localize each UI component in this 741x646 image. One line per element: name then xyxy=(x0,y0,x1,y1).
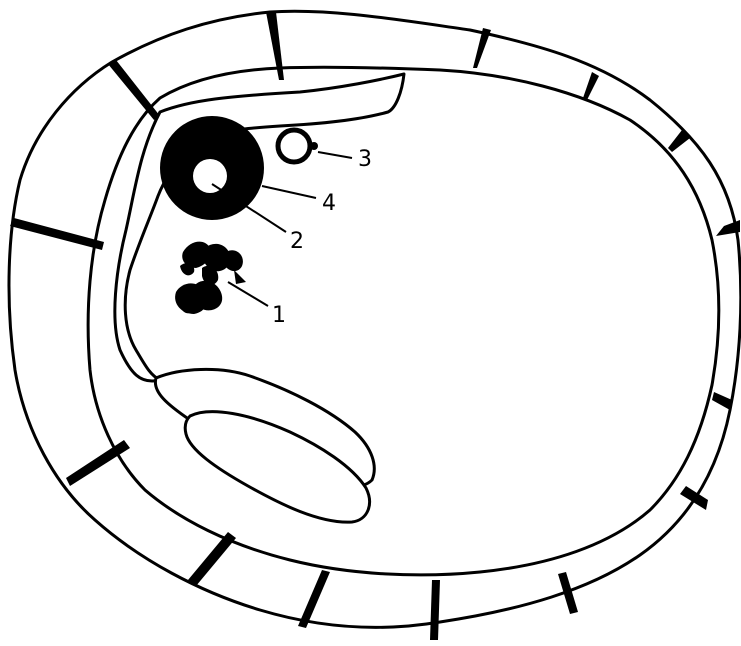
small-ring-nub xyxy=(310,142,318,150)
small-ring-structure xyxy=(278,130,310,162)
label-3: 3 xyxy=(358,147,372,172)
label-2: 2 xyxy=(290,229,304,254)
dark-ring-lumen xyxy=(193,159,227,193)
label-1: 1 xyxy=(272,303,286,328)
label-4: 4 xyxy=(322,191,336,216)
